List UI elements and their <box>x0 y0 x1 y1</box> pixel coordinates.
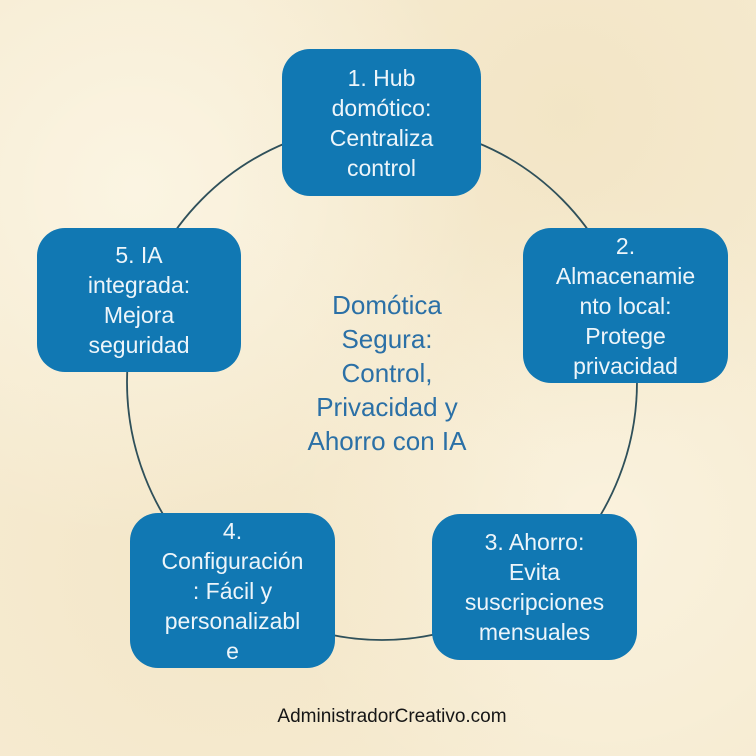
center-title-line: Domótica <box>332 290 442 320</box>
node-1-line: control <box>346 154 417 181</box>
node-2-line: privacidad <box>573 352 678 379</box>
node-4-line: personalizabl <box>164 607 301 634</box>
cycle-node-1-hub-domotico: 1. Hub domótico: Centraliza control <box>282 49 481 196</box>
node-3-line: mensuales <box>478 619 591 645</box>
node-3-line: suscripciones <box>464 589 605 615</box>
node-4-line: e <box>226 637 239 664</box>
node-2-line: Protege <box>585 322 666 349</box>
center-title-line: Segura: <box>341 324 433 354</box>
node-3-line: Evita <box>508 559 561 585</box>
cycle-node-3-ahorro: 3. Ahorro: Evita suscripciones mensuales <box>432 514 637 660</box>
diagram-center-title: Domótica Segura: Control, Privacidad y A… <box>262 288 512 458</box>
node-1-line: domótico: <box>331 94 432 121</box>
node-1-line: 1. Hub <box>347 64 416 91</box>
node-3-line: 3. Ahorro: <box>484 529 585 555</box>
center-title-line: Control, <box>341 358 433 388</box>
center-title-line: Privacidad y <box>316 392 458 422</box>
node-1-line: Centraliza <box>329 124 434 151</box>
cycle-node-5-ia-integrada: 5. IA integrada: Mejora seguridad <box>37 228 241 372</box>
node-5-line: Mejora <box>103 302 175 328</box>
footer-website-text: AdministradorCreativo.com <box>277 706 507 727</box>
node-2-line: 2. <box>615 232 636 259</box>
center-title-line: Ahorro con IA <box>307 426 467 456</box>
node-2-line: nto local: <box>579 292 672 319</box>
node-4-line: 4. <box>222 517 243 544</box>
node-5-line: 5. IA <box>115 242 163 268</box>
node-5-line: seguridad <box>88 332 190 358</box>
node-4-line: Configuración <box>161 547 304 574</box>
cycle-node-4-configuracion: 4. Configuración : Fácil y personalizabl… <box>130 513 335 668</box>
node-2-line: Almacenamie <box>555 262 696 289</box>
cycle-node-2-almacenamiento-local: 2. Almacenamie nto local: Protege privac… <box>523 228 728 383</box>
node-5-line: integrada: <box>87 272 191 298</box>
node-4-line: : Fácil y <box>192 577 273 604</box>
